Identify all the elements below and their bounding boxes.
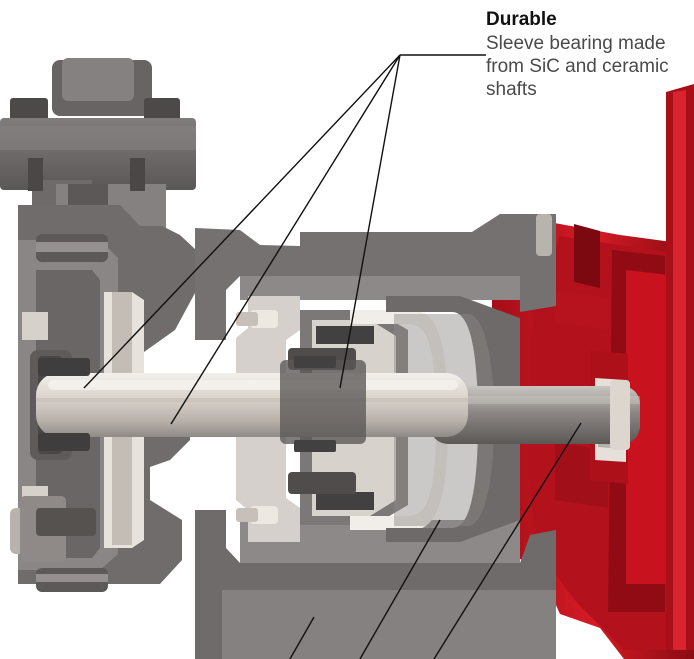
callout-description: Sleeve bearing made from SiC and ceramic…	[486, 33, 669, 100]
callout-title: Durable	[486, 9, 557, 30]
drive-shaft	[430, 380, 640, 450]
callout-leader-lines	[83, 54, 582, 659]
flange-bolts	[10, 234, 108, 592]
ceramic-shaft	[36, 356, 468, 452]
durability-callout: Durable Sleeve bearing made from SiC and…	[486, 8, 694, 101]
